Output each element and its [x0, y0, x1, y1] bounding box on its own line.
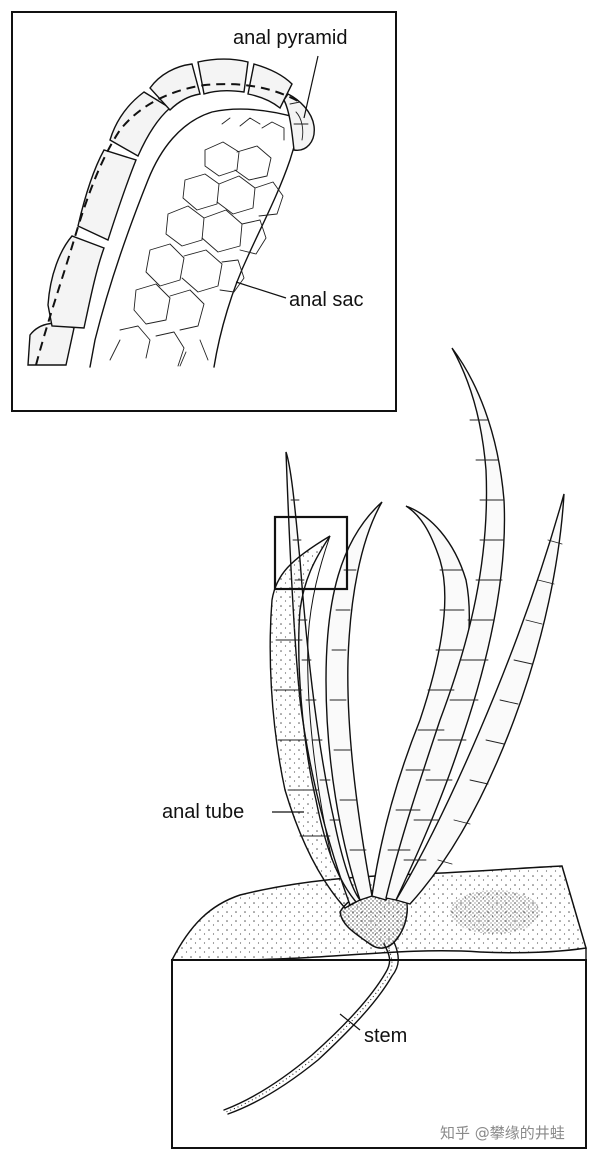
sediment-block-front: [171, 959, 587, 1149]
watermark: 知乎 @攀缘的井蛙: [440, 1124, 565, 1142]
detail-highlight-box: [273, 515, 349, 591]
inset-arm-segments: [27, 58, 315, 366]
label-anal-tube: anal tube: [162, 801, 244, 823]
crinoid-arms: [269, 347, 565, 909]
anal-sac-cells: [109, 117, 285, 367]
arm-segment-joints: [273, 419, 563, 865]
stem: [223, 941, 399, 1115]
anal-sac-leader: [235, 281, 287, 299]
anal-pyramid-leader: [303, 55, 319, 119]
anal-sac-outline: [89, 108, 300, 368]
inset-panel: anal pyramid anal sac: [11, 11, 397, 412]
label-anal-sac: anal sac: [289, 289, 364, 311]
stem-leader: [339, 1013, 361, 1031]
sediment-dense-patch: [450, 890, 540, 934]
label-anal-pyramid: anal pyramid: [233, 27, 348, 49]
label-stem: stem: [364, 1025, 407, 1047]
crinoid-specimen: anal tube stem: [162, 347, 587, 1149]
